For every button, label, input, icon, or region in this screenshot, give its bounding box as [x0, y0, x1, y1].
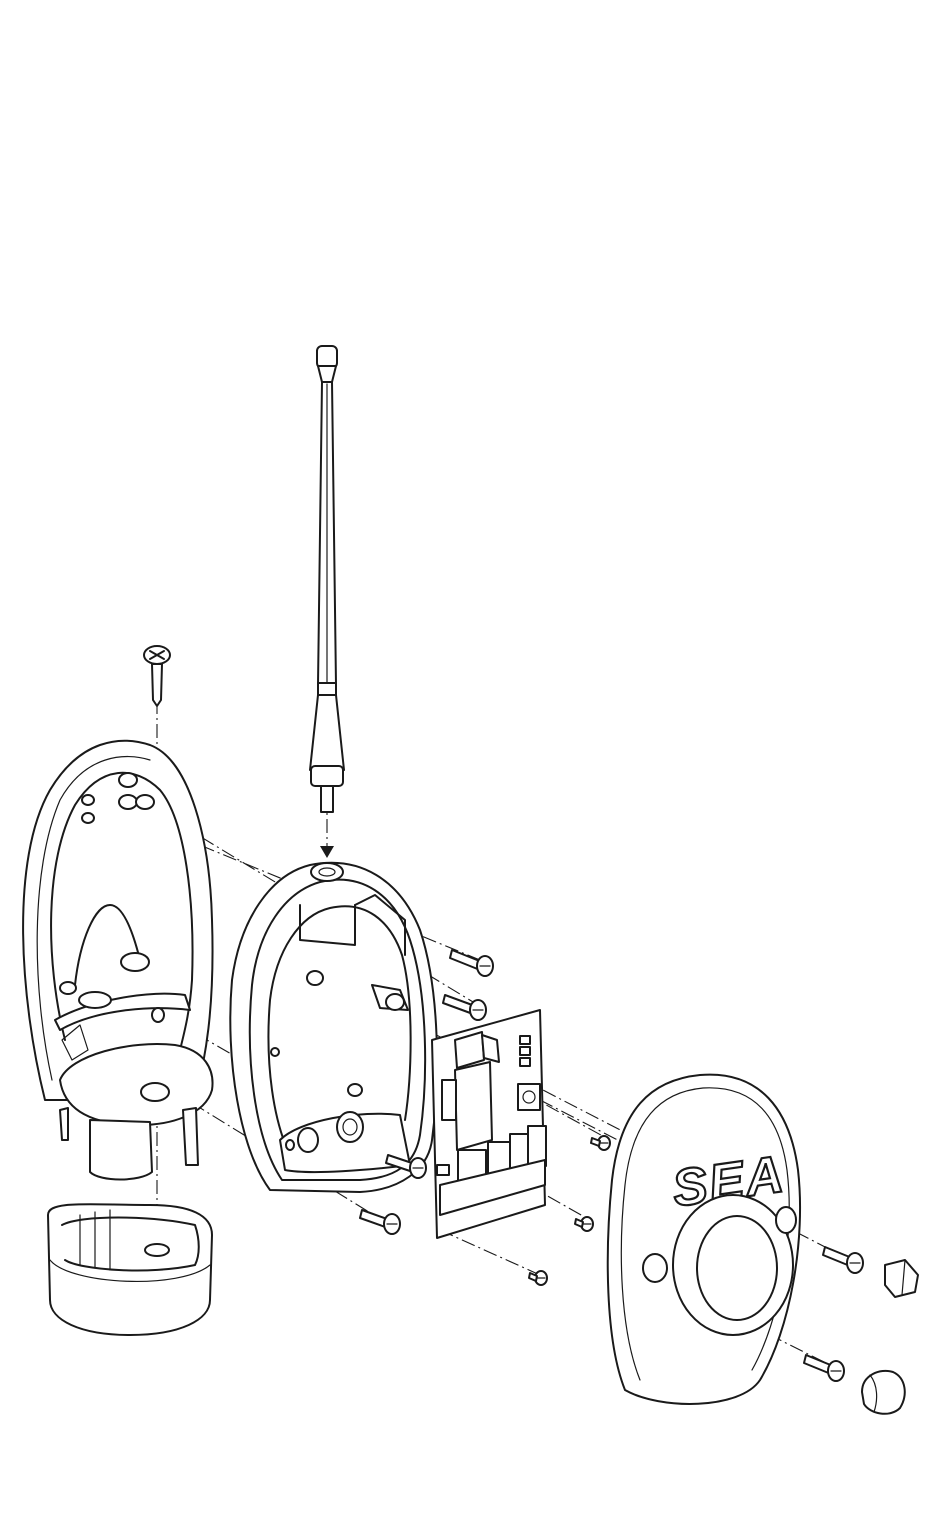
- hole-2: [82, 813, 94, 823]
- boss-2: [119, 795, 137, 809]
- circuit-board: [432, 1010, 546, 1238]
- cover-button: [697, 1216, 777, 1320]
- antenna-pin: [321, 786, 333, 812]
- antenna-joint: [318, 683, 336, 695]
- housing-post-3: [348, 1084, 362, 1096]
- cap: [885, 1260, 918, 1297]
- cable-gland: [337, 1112, 363, 1142]
- boss-3: [136, 795, 154, 809]
- antenna-boot: [310, 695, 344, 770]
- base-neck: [90, 1120, 152, 1180]
- base-leg: [183, 1108, 198, 1165]
- antenna-port: [311, 863, 343, 881]
- boss-1: [119, 773, 137, 787]
- pcb-module: [455, 1062, 492, 1150]
- screw: [529, 1271, 547, 1285]
- shelf-hole: [79, 992, 111, 1008]
- housing-hole: [271, 1048, 279, 1056]
- pcb-trimmer: [518, 1084, 540, 1110]
- screw: [591, 1136, 610, 1150]
- housing-post-2: [386, 994, 404, 1010]
- antenna-tip: [317, 346, 337, 368]
- screw: [443, 995, 486, 1020]
- antenna-tip-collar: [318, 366, 336, 382]
- mounting-ring: [48, 1204, 212, 1335]
- cover-screw-hole-left: [643, 1254, 667, 1282]
- cap-body: [885, 1260, 918, 1297]
- pcb-led-3: [520, 1058, 530, 1066]
- pcb-connector-side: [482, 1035, 499, 1062]
- screw: [804, 1355, 844, 1381]
- floor-hole: [286, 1140, 294, 1150]
- hole-1: [82, 795, 94, 805]
- antenna-arrow-icon: [320, 846, 334, 858]
- pcb-chip: [442, 1080, 456, 1120]
- pcb-jumper: [437, 1165, 449, 1175]
- centerline-board-bottom: [440, 1230, 540, 1275]
- base-cup-hole: [141, 1083, 169, 1101]
- cap-body: [862, 1371, 905, 1414]
- screw: [823, 1247, 863, 1273]
- screw-top: [144, 646, 170, 706]
- cap: [862, 1371, 905, 1414]
- side-clip: [152, 1008, 164, 1022]
- antenna: [310, 346, 344, 812]
- antenna-base: [311, 766, 343, 786]
- main-housing: [230, 863, 437, 1192]
- inner-screw-boss: [60, 982, 76, 994]
- housing-post-1: [307, 971, 323, 985]
- front-cover: SEA: [608, 1075, 800, 1404]
- back-housing-with-base: [23, 741, 212, 1180]
- screw: [360, 1210, 400, 1234]
- screw-shank: [152, 664, 162, 706]
- ring-boss: [145, 1244, 169, 1256]
- base-leg-left: [60, 1108, 68, 1140]
- screw: [450, 950, 493, 976]
- pcb-led-1: [520, 1036, 530, 1044]
- inner-post: [121, 953, 149, 971]
- pcb-led-2: [520, 1047, 530, 1055]
- cable-knockout: [298, 1128, 318, 1152]
- cover-screw-hole-right: [776, 1207, 796, 1233]
- screw: [575, 1217, 593, 1231]
